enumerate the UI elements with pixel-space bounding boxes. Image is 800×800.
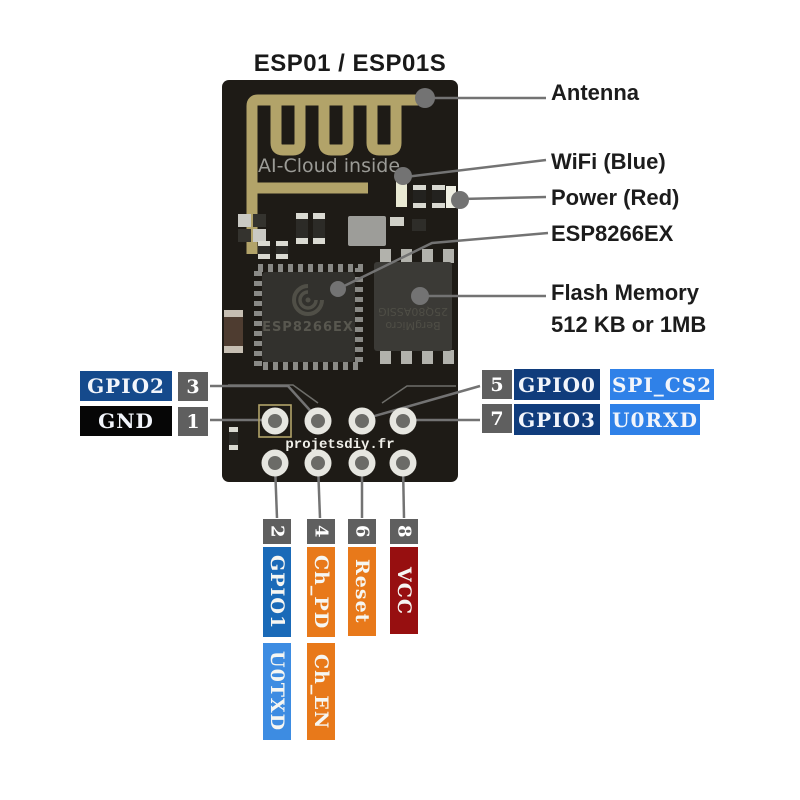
callout-antenna: Antenna bbox=[551, 80, 639, 105]
pin-alt-label-u0txd-text: U0TXD bbox=[266, 651, 288, 732]
pin-alt-label-ch-en: Ch_EN bbox=[307, 643, 335, 740]
pin-number-1: 1 bbox=[178, 407, 208, 436]
pin1-square-marker bbox=[258, 404, 292, 438]
callout-wifi-led: WiFi (Blue) bbox=[551, 149, 666, 174]
pin-alt-label-spi-cs2: SPI_CS2 bbox=[610, 369, 714, 400]
callout-dots bbox=[330, 88, 469, 305]
pin-number-2: 2 bbox=[263, 519, 291, 544]
pin-number-7: 7 bbox=[482, 404, 512, 433]
pin-label-ch-pd-text: Ch_PD bbox=[310, 554, 332, 630]
callout-flash-2: 512 KB or 1MB bbox=[551, 312, 707, 337]
chip-marking: ESP8266EX bbox=[262, 320, 354, 335]
pin-label-gpio1-text: GPIO1 bbox=[266, 554, 288, 630]
pin-number-4: 4 bbox=[307, 519, 335, 544]
pin-alt-label-u0txd: U0TXD bbox=[263, 643, 291, 740]
page-title: ESP01 / ESP01S bbox=[253, 50, 447, 77]
pin-label-vcc: VCC bbox=[390, 547, 418, 634]
pin-alt-label-u0rxd: U0RXD bbox=[610, 404, 700, 435]
flash-marking-line1: BergMicro bbox=[385, 319, 441, 332]
pin-number-3: 3 bbox=[178, 372, 208, 401]
pin-label-ch-pd: Ch_PD bbox=[307, 547, 335, 637]
pin-alt-label-ch-en-text: Ch_EN bbox=[310, 653, 332, 730]
watermark-text: projetsdiy.fr bbox=[285, 437, 394, 453]
pin-label-gpio0: GPIO0 bbox=[514, 369, 600, 400]
wifi-led-icon bbox=[396, 178, 407, 207]
pin-number-8-text: 8 bbox=[393, 525, 415, 538]
pin-label-reset-text: Reset bbox=[351, 559, 373, 624]
esp8266-chip: ESP8266EX bbox=[254, 264, 363, 370]
led-components bbox=[396, 178, 456, 208]
espressif-logo-icon bbox=[292, 284, 324, 316]
silkscreen-text: AI-Cloud inside bbox=[258, 155, 400, 177]
pin-label-gpio2: GPIO2 bbox=[80, 371, 172, 401]
callout-chip: ESP8266EX bbox=[551, 221, 674, 246]
pin-label-vcc-text: VCC bbox=[393, 566, 415, 615]
flash-marking-line2: 25Q80ASSIG bbox=[378, 305, 448, 318]
callout-power-led: Power (Red) bbox=[551, 185, 680, 210]
smd-components bbox=[224, 213, 426, 450]
pin-number-5: 5 bbox=[482, 370, 512, 399]
antenna-trace-icon bbox=[246, 94, 428, 254]
power-led-icon bbox=[446, 186, 456, 208]
pin-label-gpio3: GPIO3 bbox=[514, 404, 600, 435]
callout-flash-1: Flash Memory bbox=[551, 280, 699, 305]
pin-label-reset: Reset bbox=[348, 547, 376, 636]
pin-number-4-text: 4 bbox=[310, 525, 332, 538]
callout-lines bbox=[210, 96, 549, 519]
pin-label-gpio1: GPIO1 bbox=[263, 547, 291, 637]
pin-number-6: 6 bbox=[348, 519, 376, 544]
pin-label-gnd: GND bbox=[80, 406, 172, 436]
pin-number-2-text: 2 bbox=[266, 525, 288, 538]
pin-number-6-text: 6 bbox=[351, 525, 373, 538]
pin-number-8: 8 bbox=[390, 519, 418, 544]
pin-pads bbox=[258, 404, 417, 477]
